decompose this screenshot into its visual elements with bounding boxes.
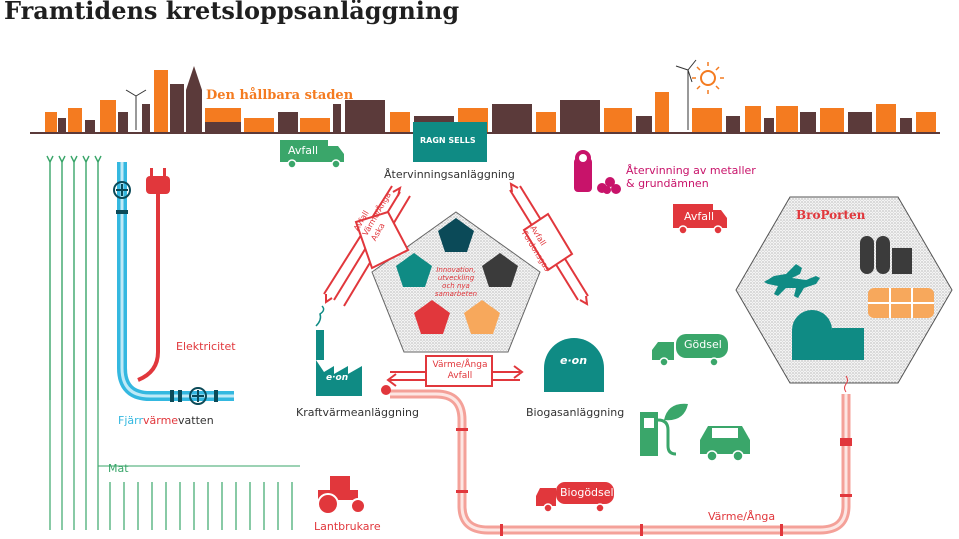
steam-pipe-label: Värme/Ånga [708, 510, 776, 523]
chp-plant-icon [315, 305, 362, 396]
sun-icon [692, 62, 724, 94]
biogas-label: Biogasanläggning [526, 406, 625, 419]
district-heating-label: Fjärrvärmevatten [118, 414, 214, 427]
manure-truck-label: Gödsel [684, 338, 722, 351]
fuel-pump-icon [640, 412, 677, 456]
recycling-truck-label: Avfall [288, 144, 319, 157]
biomanure-truck-label: Biogödsel [560, 486, 614, 499]
ragn-sells-logo-text: RAGN SELLS [420, 136, 476, 145]
truck-icon [280, 140, 344, 169]
innovation-line4: samarbeten [434, 290, 478, 298]
steam-pipe [381, 375, 852, 536]
silo-icon [860, 236, 912, 274]
link-flow-line1: Värme/Ånga [432, 360, 488, 370]
truck-icon [673, 204, 727, 235]
biogas-tank-icon [544, 338, 604, 392]
biogas-logo: e·on [560, 354, 588, 367]
broporten-truck-label: Avfall [684, 210, 715, 223]
city-skyline [30, 59, 940, 134]
innovation-line2: utveckling [437, 274, 475, 282]
wheat-field-bottom [49, 400, 99, 530]
flow-box-right [522, 212, 574, 272]
metals-label-line1: Återvinning av metaller [626, 164, 756, 177]
farmer-label: Lantbrukare [314, 520, 381, 533]
tanker-truck-icon [652, 334, 728, 367]
district-heating-prefix: Fjärr [118, 414, 143, 427]
ragn-sells-logo [413, 122, 487, 162]
link-flow-line2: Avfall [447, 371, 473, 381]
leaf-icon [664, 403, 688, 421]
electricity-label: Elektricitet [176, 340, 236, 353]
city-label: Den hållbara staden [206, 88, 354, 103]
metals-label-line2: & grundämnen [626, 177, 709, 190]
plug-icon [146, 168, 170, 194]
wheat-field-left [46, 155, 102, 400]
horse-icon [764, 264, 820, 298]
district-heating-pipe [117, 162, 234, 401]
innovation-text: Innovation, utveckling och nya samarbete… [434, 266, 478, 298]
valve-icon [113, 181, 218, 405]
chp-label: Kraftvärmeanläggning [296, 406, 419, 419]
link-flow-labels: Värme/Ånga Avfall [430, 360, 490, 382]
metal-icon [574, 150, 621, 194]
page-title: Framtidens kretsloppsanläggning [4, 0, 460, 25]
wheat-row-bottom [109, 482, 293, 530]
innovation-line3: och nya [442, 282, 470, 290]
barn-icon [792, 310, 864, 360]
innovation-line1: Innovation, [436, 266, 476, 274]
chp-logo: e·on [326, 373, 349, 383]
district-heating-suffix: vatten [178, 414, 214, 427]
car-icon [700, 426, 750, 462]
metals-label: Återvinning av metaller & grundämnen [626, 164, 756, 190]
electricity-cable [137, 194, 160, 382]
tractor-icon [317, 476, 366, 515]
district-heating-highlight: värme [142, 414, 179, 427]
tanker-truck-icon [536, 482, 614, 513]
broporten-area [735, 196, 953, 384]
flow-box-left [354, 210, 410, 270]
food-label: Mat [108, 462, 129, 475]
link-flow-box [425, 355, 493, 387]
broporten-title: BroPorten [796, 208, 866, 222]
hay-bale-icon [868, 288, 934, 318]
recycling-facility-label: Återvinningsanläggning [384, 168, 515, 181]
